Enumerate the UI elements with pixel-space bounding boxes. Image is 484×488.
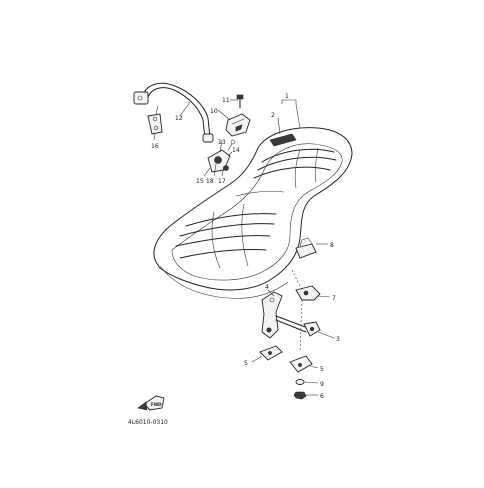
callout-5b: 5 xyxy=(320,366,324,373)
callout-16: 16 xyxy=(151,143,159,150)
callout-3: 3 xyxy=(336,336,340,343)
callout-5a: 5 xyxy=(244,360,248,367)
callout-9: 9 xyxy=(320,381,324,388)
callout-12: 12 xyxy=(175,115,183,122)
washer-9 xyxy=(295,379,305,385)
damper-8 xyxy=(295,237,317,259)
plate-5-left xyxy=(259,345,283,361)
clip-7 xyxy=(295,285,321,301)
front-arrow: FWD xyxy=(137,395,165,411)
grab-bar xyxy=(133,82,214,143)
callout-10: 10 xyxy=(210,108,218,115)
bracket-16 xyxy=(147,105,163,135)
part-10-block xyxy=(225,113,251,137)
callout-labels: 1 2 3 4 5 5 6 7 8 9 10 11 12 13 14 15 16… xyxy=(151,93,340,400)
callout-18: 18 xyxy=(206,178,214,185)
bolt-11 xyxy=(236,94,244,109)
callout-6: 6 xyxy=(320,393,324,400)
leader-lines xyxy=(153,99,335,396)
nut-6 xyxy=(293,391,307,400)
callout-7: 7 xyxy=(332,295,336,302)
bracket-assembly xyxy=(261,291,321,339)
callout-11: 11 xyxy=(222,97,230,104)
callout-13: 13 xyxy=(218,139,226,146)
callout-14: 14 xyxy=(232,147,240,154)
callout-4: 4 xyxy=(265,284,269,291)
callout-8: 8 xyxy=(330,242,334,249)
front-arrow-label: FWD xyxy=(151,402,162,407)
callout-2: 2 xyxy=(271,112,275,119)
callout-15: 15 xyxy=(196,178,204,185)
plate-5-right xyxy=(289,355,313,373)
callout-17: 17 xyxy=(218,178,226,185)
seat xyxy=(153,127,353,299)
catalog-code: 4L6010-0310 xyxy=(128,419,168,426)
callout-1: 1 xyxy=(285,93,289,100)
